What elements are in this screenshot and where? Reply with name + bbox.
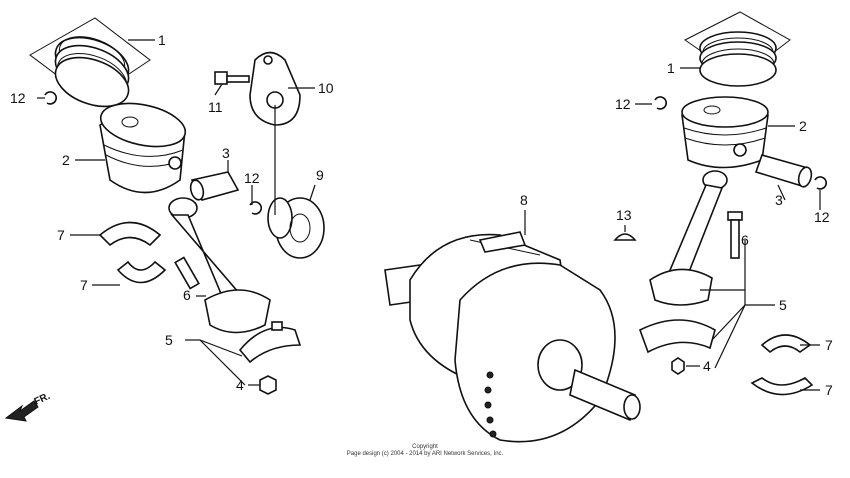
piston-right (681, 96, 769, 169)
connecting-rod-right (649, 170, 728, 306)
piston-pin-left (189, 171, 240, 201)
circlip-right-mid (814, 176, 828, 190)
bearing-cap-right (639, 319, 716, 354)
copyright-line2: Page design (c) 2004 - 2014 by ARI Netwo… (347, 451, 504, 457)
bolt-left (214, 71, 250, 85)
crankshaft (384, 231, 641, 443)
piston-ring-set-right (684, 11, 791, 87)
copyright-line1: Copyright (412, 444, 438, 450)
label-right-6: 6 (741, 232, 749, 248)
label-left-7b: 7 (80, 277, 88, 293)
label-right-7b: 7 (825, 382, 833, 398)
label-left-7a: 7 (57, 227, 65, 243)
label-right-7a: 7 (825, 337, 833, 353)
nut-right (671, 357, 685, 375)
label-right-5: 5 (779, 297, 787, 313)
piston-ring-set-left (29, 17, 151, 108)
label-left-3: 3 (222, 145, 230, 161)
label-left-12a: 12 (10, 90, 26, 106)
woodruff-key (613, 233, 637, 241)
front-direction-label: FR. (33, 391, 52, 408)
nut-left (259, 375, 277, 395)
label-left-2: 2 (62, 152, 70, 168)
label-left-12b: 12 (244, 170, 260, 186)
label-left-5: 5 (165, 332, 173, 348)
label-left-11: 11 (208, 99, 223, 115)
label-right-8: 8 (520, 192, 528, 208)
label-left-4: 4 (236, 377, 244, 393)
bearing-shell-right-b (750, 377, 814, 396)
label-left-9: 9 (316, 167, 324, 183)
bolt-right (727, 211, 743, 259)
bearing-shell-right-a (760, 334, 812, 354)
connecting-rod-left (168, 197, 271, 334)
label-right-3: 3 (775, 192, 783, 208)
label-right-4: 4 (703, 358, 711, 374)
label-right-13: 13 (616, 207, 632, 223)
label-right-12b: 12 (814, 209, 830, 225)
sprocket-left (267, 197, 325, 259)
label-left-6: 6 (183, 287, 191, 303)
piston-pin-right (754, 154, 813, 188)
label-left-10: 10 (318, 80, 334, 96)
circlip-left-top (44, 91, 58, 105)
piston-left (99, 102, 187, 194)
label-right-12a: 12 (615, 96, 631, 112)
circlip-right-top (654, 96, 668, 110)
label-right-2: 2 (799, 118, 807, 134)
front-direction-arrow: FR. (4, 391, 52, 422)
label-left-1: 1 (158, 32, 166, 48)
cam-plate-left (249, 51, 301, 126)
bearing-shell-left-a (98, 221, 162, 247)
bearing-cap-left (238, 321, 302, 364)
bearing-shell-left-b (116, 260, 167, 284)
label-right-1: 1 (667, 60, 675, 76)
leader-lines (37, 39, 821, 391)
